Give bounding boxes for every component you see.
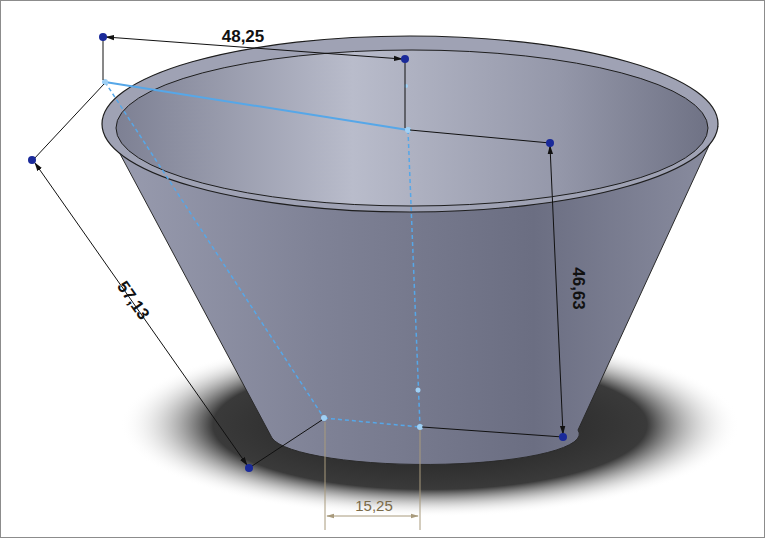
sketch-line — [105, 82, 408, 130]
dimension-lines — [33, 37, 563, 468]
dimension-value: 46,63 — [568, 265, 587, 312]
rim-inner — [116, 50, 708, 206]
rim-outer — [102, 36, 718, 212]
sketch-line — [408, 130, 420, 427]
sketch-points — [102, 79, 423, 430]
dimension-value: 48,25 — [220, 27, 267, 46]
sketch-line — [105, 82, 324, 418]
dimension-handles — [28, 33, 567, 472]
dimension-value: 15,25 — [353, 497, 395, 514]
tan-dimension — [325, 422, 420, 530]
sketch-line — [324, 418, 420, 427]
